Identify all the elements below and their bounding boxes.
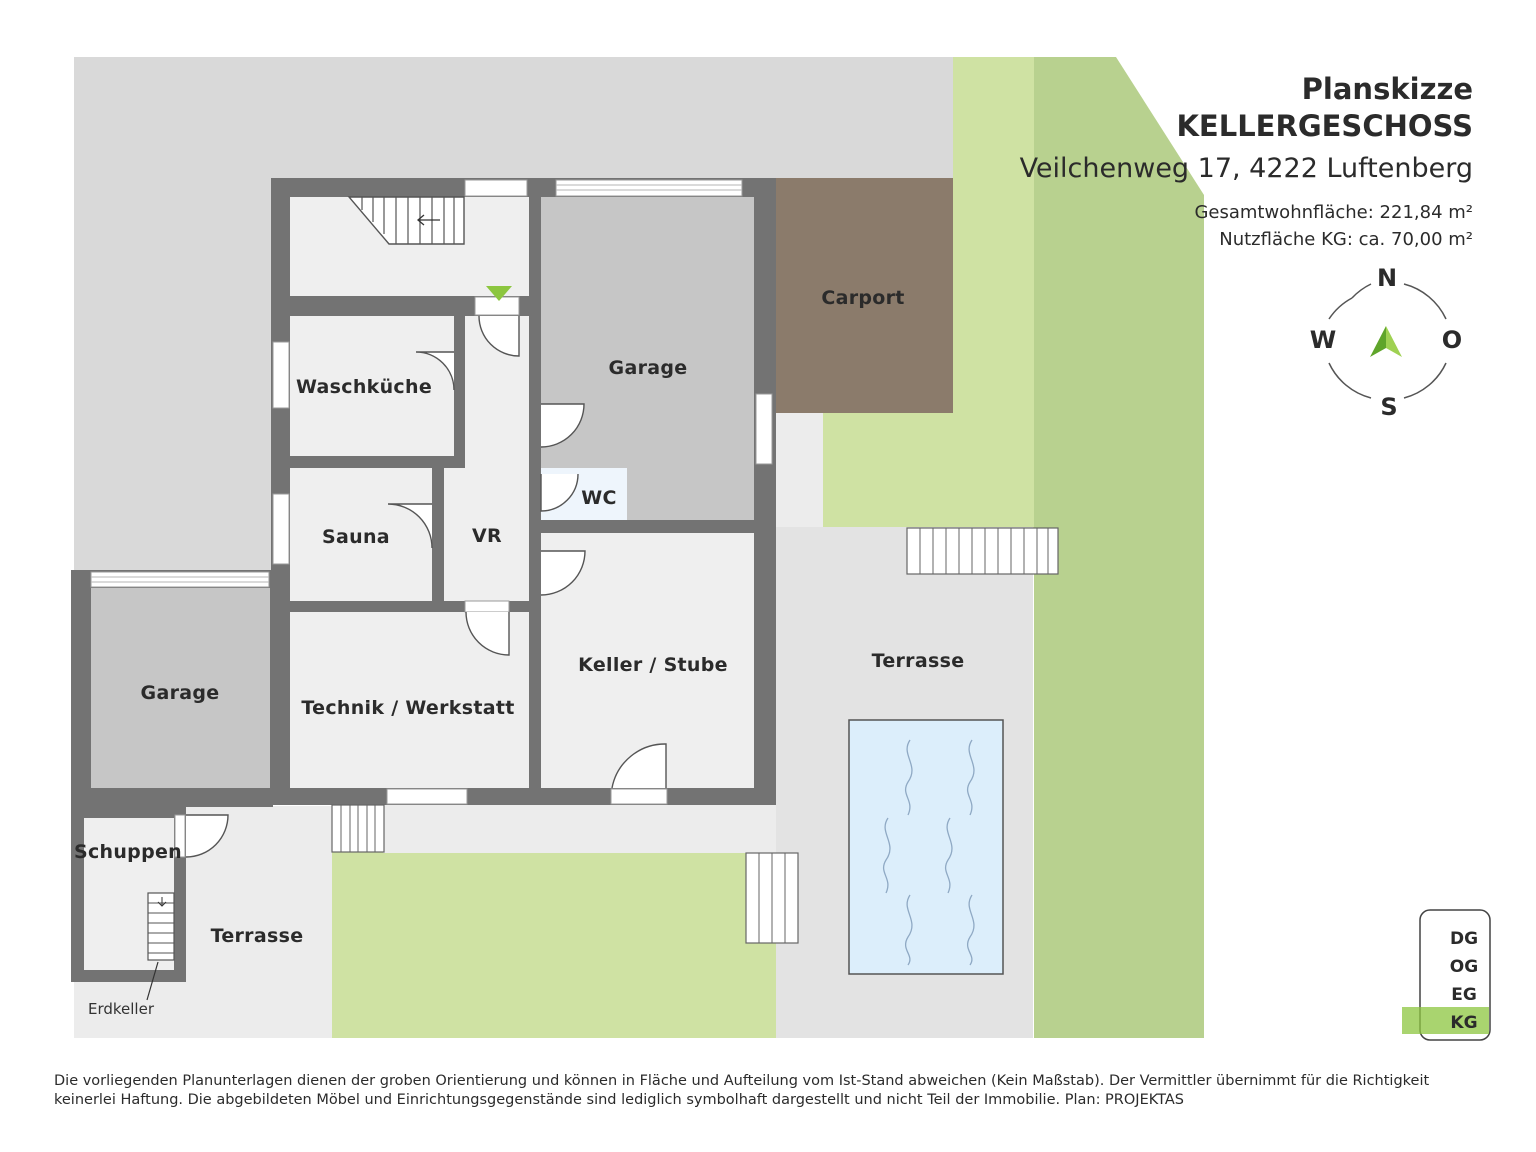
room-sauna-floor — [290, 468, 432, 601]
level-eg[interactable]: EG — [1451, 985, 1477, 1005]
label-erdkeller: Erdkeller — [88, 1000, 155, 1018]
lawn-south — [331, 852, 776, 1038]
label-carport: Carport — [821, 287, 904, 309]
label-schuppen: Schuppen — [74, 841, 182, 863]
room-waschkueche-floor — [290, 316, 454, 456]
title-line1: Planskizze — [1302, 72, 1473, 106]
title-line2: KELLERGESCHOSS — [1176, 109, 1473, 143]
label-wc: WC — [581, 487, 617, 509]
door-vr-north — [478, 315, 520, 357]
door-technik — [465, 611, 510, 656]
window-stair-north — [464, 179, 528, 197]
lawn-east-dark — [1034, 57, 1204, 1038]
door-opening-keller-south — [610, 788, 668, 805]
compass-west: W — [1310, 326, 1336, 354]
compass-east: O — [1442, 326, 1462, 354]
door-keller — [540, 550, 586, 596]
main-building — [271, 178, 776, 805]
compass: N S W O — [1310, 264, 1462, 421]
door-wc — [540, 473, 579, 512]
door-garage — [540, 403, 585, 448]
stair-direction-arrow — [416, 214, 440, 226]
window-technik-south — [386, 788, 468, 805]
window-sauna-west — [272, 493, 290, 565]
steps-terrace-north — [906, 527, 1059, 575]
label-terrasse-west: Terrasse — [211, 925, 304, 947]
label-vr: VR — [472, 525, 502, 547]
door-sauna — [387, 503, 433, 549]
door-opening-vr-north — [474, 296, 520, 316]
label-garage-west: Garage — [141, 682, 220, 704]
room-garage-floor — [541, 197, 754, 520]
window-garage-east — [755, 393, 773, 465]
usable-area: Nutzfläche KG: ca. 70,00 m² — [1219, 229, 1473, 250]
compass-north: N — [1377, 264, 1397, 292]
staircase-erdkeller — [146, 892, 175, 1001]
disclaimer-text: Die vorliegenden Planunterlagen dienen d… — [54, 1073, 1430, 1108]
level-dg[interactable]: DG — [1450, 929, 1478, 949]
west-garage-floor — [91, 588, 270, 788]
pool — [848, 719, 1004, 975]
door-opening-vr-south — [464, 600, 510, 613]
label-technik: Technik / Werkstatt — [301, 697, 514, 719]
label-sauna: Sauna — [322, 526, 390, 548]
door-shed — [185, 814, 229, 858]
north-arrow-icon — [1370, 326, 1402, 357]
entrance-marker — [486, 286, 512, 301]
window-garage-north — [555, 179, 743, 197]
level-og[interactable]: OG — [1450, 957, 1478, 977]
erdkeller-leader-line — [146, 961, 159, 1001]
window-west-garage-north — [90, 571, 270, 588]
lawn-middle — [822, 410, 1034, 528]
level-kg[interactable]: KG — [1450, 1013, 1477, 1033]
address: Veilchenweg 17, 4222 Luftenberg — [1020, 153, 1473, 184]
living-area: Gesamtwohnfläche: 221,84 m² — [1194, 202, 1473, 223]
room-vr-floor-lower — [444, 468, 529, 601]
window-waschkueche-west — [272, 341, 290, 409]
room-labels: Waschküche Sauna VR WC Garage Carport Ke… — [74, 287, 964, 1018]
path-south — [383, 803, 776, 853]
door-keller-south — [611, 743, 667, 789]
level-selector: DG OG EG KG — [1402, 909, 1491, 1041]
windows — [90, 179, 773, 858]
compass-south: S — [1380, 393, 1397, 421]
label-keller-stube: Keller / Stube — [578, 654, 728, 676]
door-waschkueche — [415, 351, 455, 391]
carport-area — [776, 178, 953, 413]
staircase-main — [347, 196, 465, 245]
label-terrasse-east: Terrasse — [872, 650, 965, 672]
doors — [185, 315, 667, 858]
header: Planskizze KELLERGESCHOSS Veilchenweg 17… — [1020, 72, 1473, 250]
window-glass-lines — [91, 184, 742, 583]
label-garage-main: Garage — [609, 357, 688, 379]
door-opening-shed — [174, 814, 186, 858]
level-active-highlight — [1402, 1007, 1489, 1034]
outdoor-steps — [331, 527, 1059, 944]
label-waschkueche: Waschküche — [296, 376, 432, 398]
